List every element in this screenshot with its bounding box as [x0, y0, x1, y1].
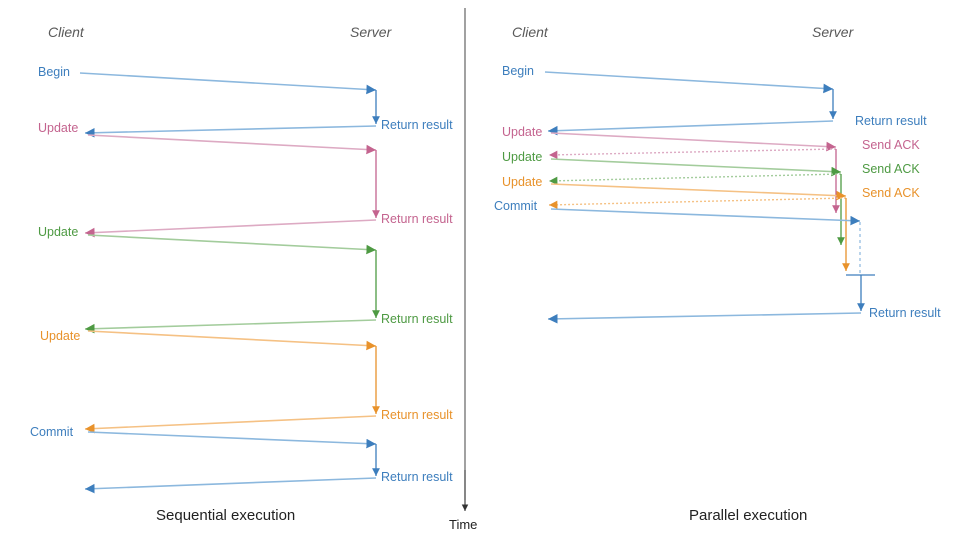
message-label-update2-left: Update — [38, 225, 79, 239]
parallel-flow-blue-begin — [544, 71, 837, 136]
server-label-ack1-right: Send ACK — [862, 138, 920, 152]
sequential-flow-blue-5 — [84, 431, 380, 494]
sequential-flow-orange-4 — [84, 330, 380, 434]
message-label-commit-right: Commit — [494, 199, 538, 213]
server-label-return5-left: Return result — [381, 470, 453, 484]
message-label-commit-left: Commit — [30, 425, 74, 439]
message-label-update3-left: Update — [40, 329, 81, 343]
parallel-flow-blue-commit — [547, 208, 875, 324]
server-label-return3-left: Return result — [381, 312, 453, 326]
caption-sequential: Sequential execution — [156, 507, 296, 524]
server-label-ack2-right: Send ACK — [862, 162, 920, 176]
server-label-return4-left: Return result — [381, 408, 453, 422]
sequential-flow-pink-2 — [84, 134, 380, 238]
server-label-return-right: Return result — [855, 114, 927, 128]
server-label-ack3-right: Send ACK — [862, 186, 920, 200]
sequential-flow-green-3 — [84, 234, 380, 334]
sequential-flow-blue-1 — [79, 72, 380, 138]
caption-parallel: Parallel execution — [689, 507, 808, 524]
parallel-flow-pink — [548, 132, 840, 213]
message-label-begin-right: Begin — [502, 64, 534, 78]
parallel-flow-green — [548, 158, 845, 245]
server-label-return2-left: Return result — [381, 212, 453, 226]
time-axis-label: Time — [449, 517, 478, 532]
message-label-update2-right: Update — [502, 150, 543, 164]
message-label-begin-left: Begin — [38, 65, 70, 79]
server-label-return1-left: Return result — [381, 118, 453, 132]
actor-server-left: Server — [350, 24, 392, 40]
server-label-return2-right: Return result — [869, 306, 941, 320]
parallel-flow-orange — [548, 183, 850, 271]
message-label-update1-right: Update — [502, 125, 543, 139]
message-label-update1-left: Update — [38, 121, 79, 135]
actor-client-left: Client — [48, 24, 84, 40]
message-label-update3-right: Update — [502, 175, 543, 189]
actor-client-right: Client — [512, 24, 548, 40]
actor-server-right: Server — [812, 24, 854, 40]
